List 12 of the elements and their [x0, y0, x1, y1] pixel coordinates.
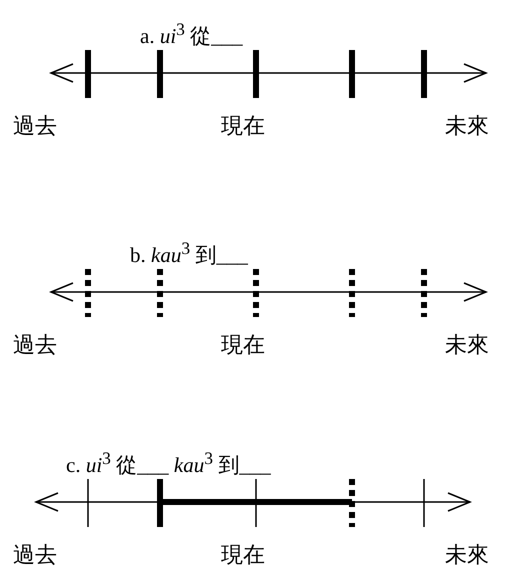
time-label: 過去: [13, 116, 57, 138]
time-label: 現在: [221, 545, 265, 567]
time-label: 過去: [13, 335, 57, 357]
time-label: 未來: [445, 545, 489, 567]
time-label: 現在: [221, 335, 265, 357]
time-label: 未來: [445, 116, 489, 138]
time-label: 過去: [13, 545, 57, 567]
example-caption: a. ui$^{3}$ 從___: [140, 21, 243, 47]
time-label: 未來: [445, 335, 489, 357]
example-caption: b. kau$^{3}$ 到___: [130, 240, 248, 266]
example-caption: c. ui$^{3}$ 從___ kau$^{3}$ 到___: [66, 450, 271, 476]
time-label: 現在: [221, 116, 265, 138]
